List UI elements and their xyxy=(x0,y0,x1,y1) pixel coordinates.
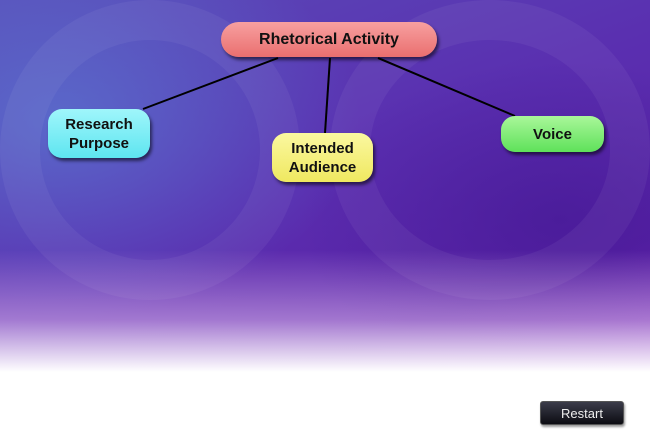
node-label: Research xyxy=(65,115,133,133)
restart-button[interactable]: Restart xyxy=(540,401,624,425)
node-rhetorical-activity[interactable]: Rhetorical Activity xyxy=(221,22,437,57)
node-label: Purpose xyxy=(68,134,129,152)
node-label: Intended xyxy=(291,139,354,157)
node-label: Voice xyxy=(533,125,572,143)
node-label: Rhetorical Activity xyxy=(259,31,399,48)
node-label: Audience xyxy=(288,158,357,176)
connector-voice xyxy=(377,57,516,117)
connector-research xyxy=(142,57,279,110)
connector-audience xyxy=(324,57,331,134)
node-voice[interactable]: Voice xyxy=(501,116,604,152)
